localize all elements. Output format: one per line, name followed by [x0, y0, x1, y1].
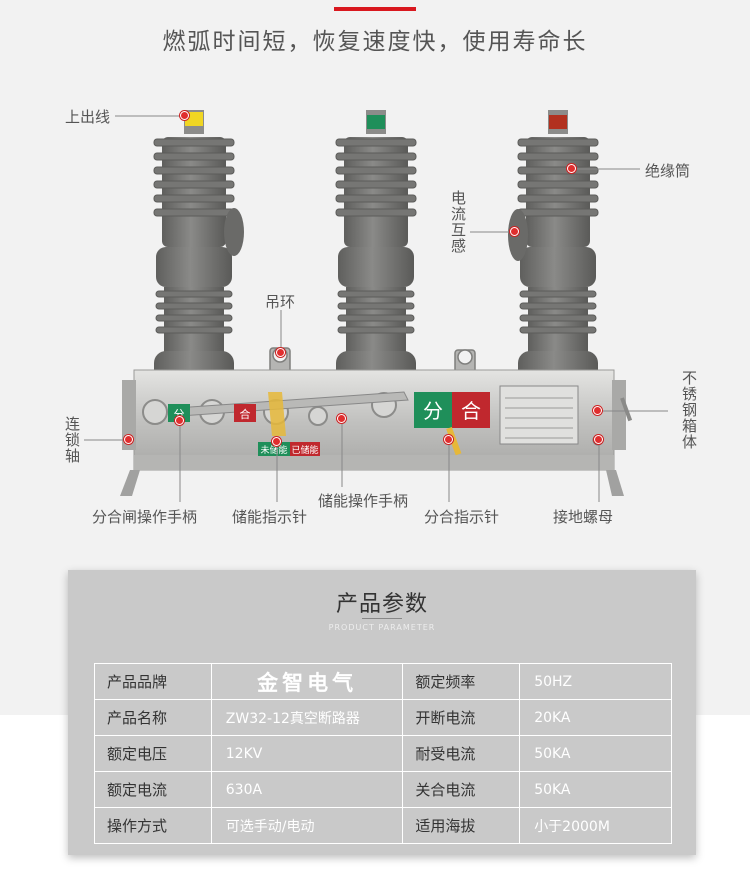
open-label: 分: [423, 399, 443, 423]
callout-ground-nut: 接地螺母: [553, 508, 614, 526]
close-label: 合: [461, 399, 481, 423]
table-row: 额定电压 12KV 耐受电流 50KA: [94, 735, 672, 772]
callout-interlock-shaft: 连锁轴: [63, 416, 81, 464]
param-key: 额定电压: [94, 735, 212, 772]
callout-dot-open-close-handle: [175, 416, 184, 425]
callout-insulator: 绝缘筒: [645, 162, 691, 180]
callout-dot-ground-nut: [594, 435, 603, 444]
param-value: 630A: [210, 771, 404, 808]
callout-storage-handle: 储能操作手柄: [318, 492, 409, 510]
accent-bar: [334, 7, 416, 11]
param-key: 额定频率: [402, 663, 521, 700]
param-key: 额定电流: [94, 771, 212, 808]
callout-lifting-ring: 吊环: [265, 293, 296, 311]
param-value: 小于2000M: [519, 807, 672, 844]
callout-open-close-indicator: 分合指示针: [424, 508, 500, 526]
param-value: ZW32-12真空断路器: [210, 699, 404, 736]
callout-dot-current-transformer: [510, 227, 519, 236]
callout-dot-stainless-box: [593, 406, 602, 415]
storage-yes-label: 已储能: [291, 444, 318, 456]
param-subtitle: PRODUCT PARAMETER: [328, 623, 436, 632]
param-value: 50KA: [519, 735, 672, 772]
param-value: 50KA: [519, 771, 672, 808]
param-title-divider: [362, 618, 402, 619]
storage-no-label: 未储能: [260, 444, 287, 456]
product-parameter-card: 产品参数 PRODUCT PARAMETER 产品品牌 金智电气 额定频率 50…: [68, 570, 696, 855]
callout-top-outlet: 上出线: [65, 108, 111, 126]
param-key: 产品品牌: [94, 663, 212, 700]
param-title: 产品参数: [335, 592, 428, 617]
param-key: 耐受电流: [402, 735, 521, 772]
callout-dot-top-outlet: [180, 111, 189, 120]
param-key: 适用海拔: [402, 807, 521, 844]
callout-dot-interlock-shaft: [124, 435, 133, 444]
param-key: 操作方式: [94, 807, 212, 844]
callout-dot-lifting-ring: [276, 348, 285, 357]
small-close-label: 合: [240, 407, 251, 421]
circuit-breaker-illustration: 分 合 未储能 已储能 分 合: [84, 110, 668, 502]
table-row: 产品名称 ZW32-12真空断路器 开断电流 20KA: [94, 699, 672, 736]
callout-storage-indicator: 储能指示针: [232, 508, 308, 526]
param-key: 关合电流: [402, 771, 521, 808]
callout-dot-insulator: [567, 164, 576, 173]
headline: 燃弧时间短，恢复速度快，使用寿命长: [162, 29, 588, 55]
param-value: 50HZ: [519, 663, 672, 700]
table-row: 额定电流 630A 关合电流 50KA: [94, 771, 672, 808]
param-value: 可选手动/电动: [210, 807, 404, 844]
callout-dot-open-close-indicator: [444, 435, 453, 444]
param-key: 产品名称: [94, 699, 212, 736]
callout-dot-storage-handle: [337, 414, 346, 423]
table-row: 操作方式 可选手动/电动 适用海拔 小于2000M: [94, 807, 672, 844]
param-key: 开断电流: [402, 699, 521, 736]
callout-stainless-box: 不锈钢箱体: [680, 370, 698, 450]
parameter-table: 产品品牌 金智电气 额定频率 50HZ 产品名称 ZW32-12真空断路器 开断…: [94, 663, 672, 844]
param-value: 20KA: [519, 699, 672, 736]
brand-logo-text: 金智电气: [210, 663, 404, 700]
small-open-label: 分: [174, 408, 185, 421]
callout-open-close-handle: 分合闸操作手柄: [92, 508, 198, 526]
callout-dot-storage-indicator: [272, 437, 281, 446]
table-row: 产品品牌 金智电气 额定频率 50HZ: [94, 663, 672, 700]
callout-current-transformer: 电流互感: [449, 190, 467, 254]
param-value: 12KV: [210, 735, 404, 772]
